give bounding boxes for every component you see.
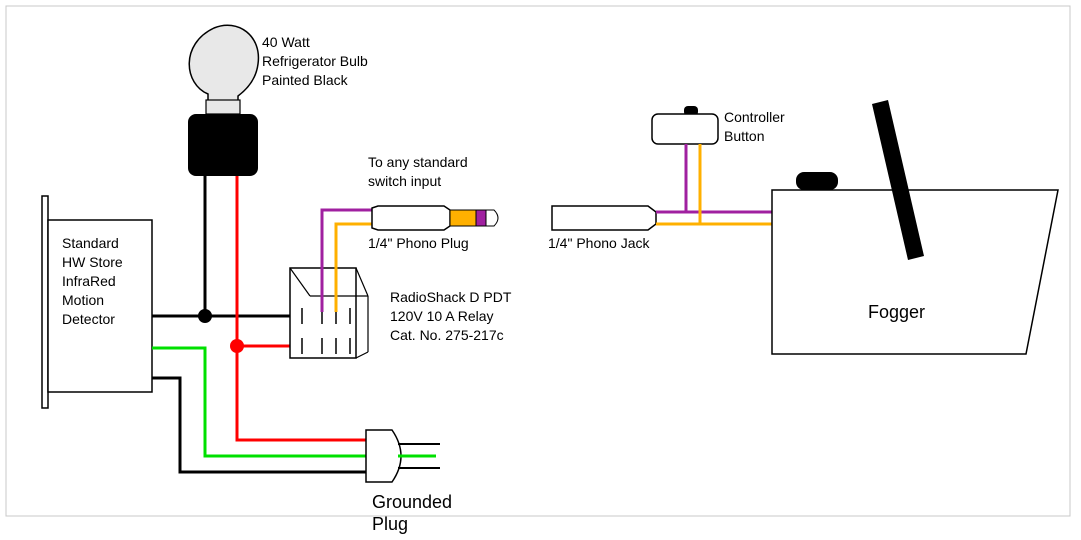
phono-jack — [551, 205, 657, 231]
fogger-label: Fogger — [868, 302, 925, 322]
black-wires — [152, 176, 370, 474]
bulb-assembly — [188, 24, 260, 176]
purple-wire-plug — [320, 208, 372, 312]
controller-label-2: Button — [724, 128, 764, 144]
relay-box — [289, 267, 369, 359]
relay-label-2: 120V 10 A Relay — [390, 308, 494, 324]
switch-input-label-1: To any standard — [368, 154, 468, 170]
relay-label-3: Cat. No. 275-217c — [390, 327, 504, 343]
bulb-icon — [188, 24, 260, 111]
bulb-label-3: Painted Black — [262, 72, 349, 88]
plug-label-1: Grounded — [372, 492, 452, 512]
phono-jack-label: 1/4" Phono Jack — [548, 235, 650, 251]
green-wire — [152, 346, 370, 458]
plug-label-2: Plug — [372, 514, 408, 534]
bulb-label-2: Refrigerator Bulb — [262, 53, 368, 69]
detector-label-4: Motion — [62, 292, 104, 308]
phono-plug-label: 1/4" Phono Plug — [368, 235, 469, 251]
junction-red — [230, 339, 244, 353]
detector-label-3: InfraRed — [62, 273, 116, 289]
phono-plug — [371, 205, 499, 231]
controller-button — [651, 106, 719, 145]
orange-wire-plug — [334, 222, 372, 312]
controller-label-1: Controller — [724, 109, 785, 125]
detector-label-1: Standard — [62, 235, 119, 251]
diagram-border — [5, 5, 1071, 517]
relay-label-1: RadioShack D PDT — [390, 289, 512, 305]
bulb-socket — [188, 114, 258, 176]
detector-label-2: HW Store — [62, 254, 123, 270]
detector-label-5: Detector — [62, 311, 115, 327]
motion-detector: Standard HW Store InfraRed Motion Detect… — [41, 195, 153, 409]
switch-input-label-2: switch input — [368, 173, 441, 189]
bulb-label-1: 40 Watt — [262, 34, 310, 50]
fogger — [771, 100, 1059, 355]
junction-black — [198, 309, 212, 323]
grounded-plug — [365, 429, 440, 483]
